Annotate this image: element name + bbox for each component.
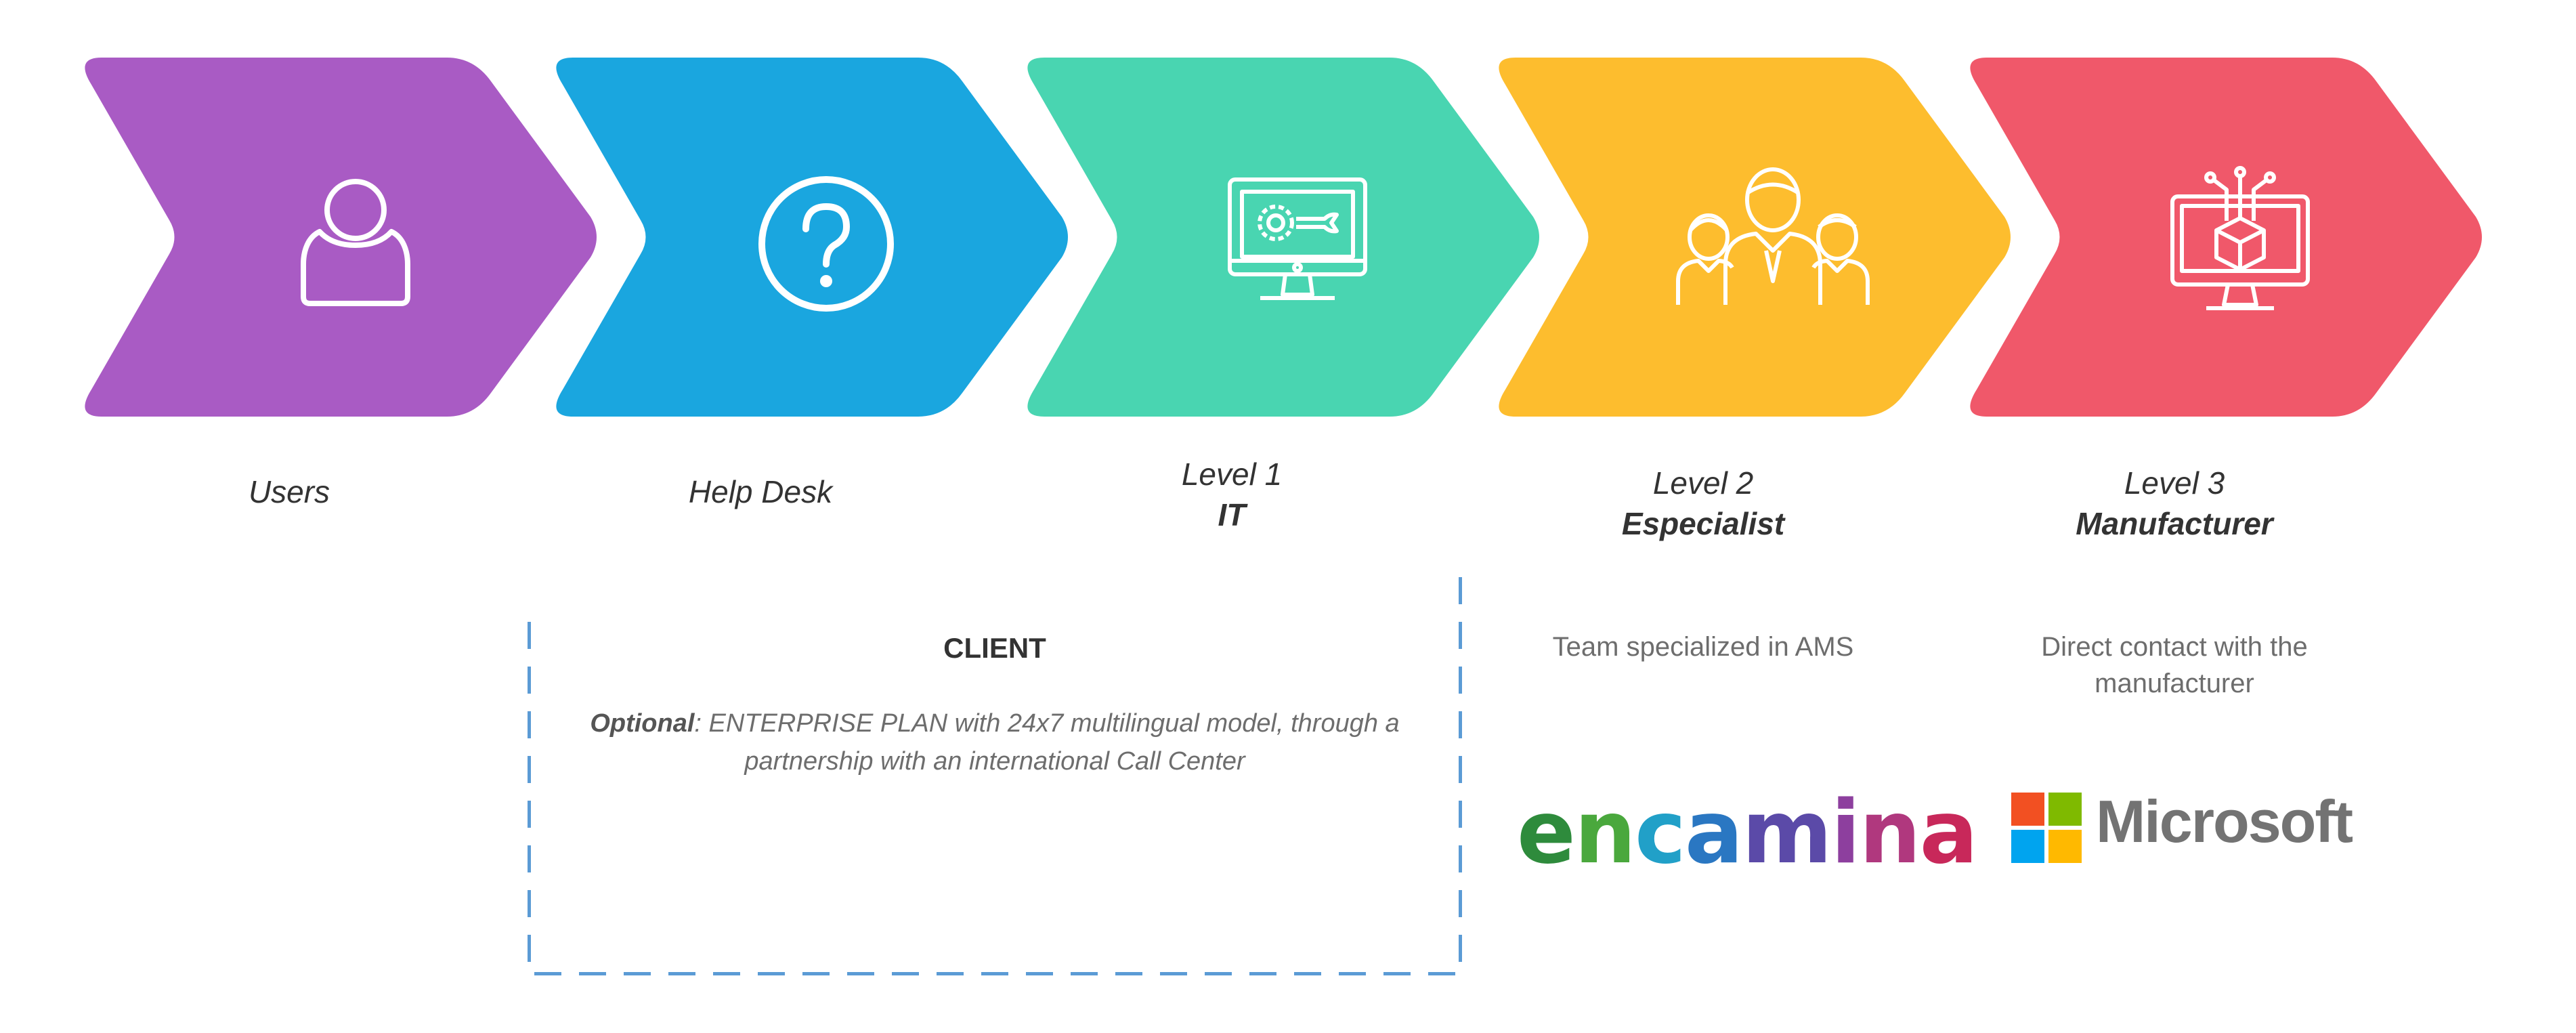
level-3-description: Direct contact with the manufacturer [2041,632,2308,698]
step-label-help-desk: Help Desk [688,474,833,509]
client-box: CLIENT Optional: ENTERPRISE PLAN with 24… [528,576,1462,975]
process-chevrons [85,58,2482,417]
microsoft-wordmark: Microsoft [2096,788,2353,855]
chevron-3 [1027,58,1539,417]
question-circle-icon [758,176,894,312]
level-2-description: Team specialized in AMS [1552,632,1854,662]
team-icon [1676,167,1870,305]
step-label-level-2: Level 2 Especialist [1621,465,1785,541]
client-title: CLIENT [943,632,1046,664]
chevron-4 [1499,58,2011,417]
monitor-gear-icon [1228,177,1367,300]
chevron-2 [556,58,1068,417]
step-label-level-1: Level 1 IT [1181,457,1283,532]
client-note: Optional: ENTERPRISE PLAN with 24x7 mult… [590,709,1400,776]
encamina-logo: encamina [1517,782,1978,883]
monitor-cube-icon [2170,166,2310,310]
user-icon [301,179,410,306]
step-label-users: Users [248,474,330,509]
step-label-level-3: Level 3 Manufacturer [2076,465,2273,541]
microsoft-squares-icon [2011,793,2082,863]
